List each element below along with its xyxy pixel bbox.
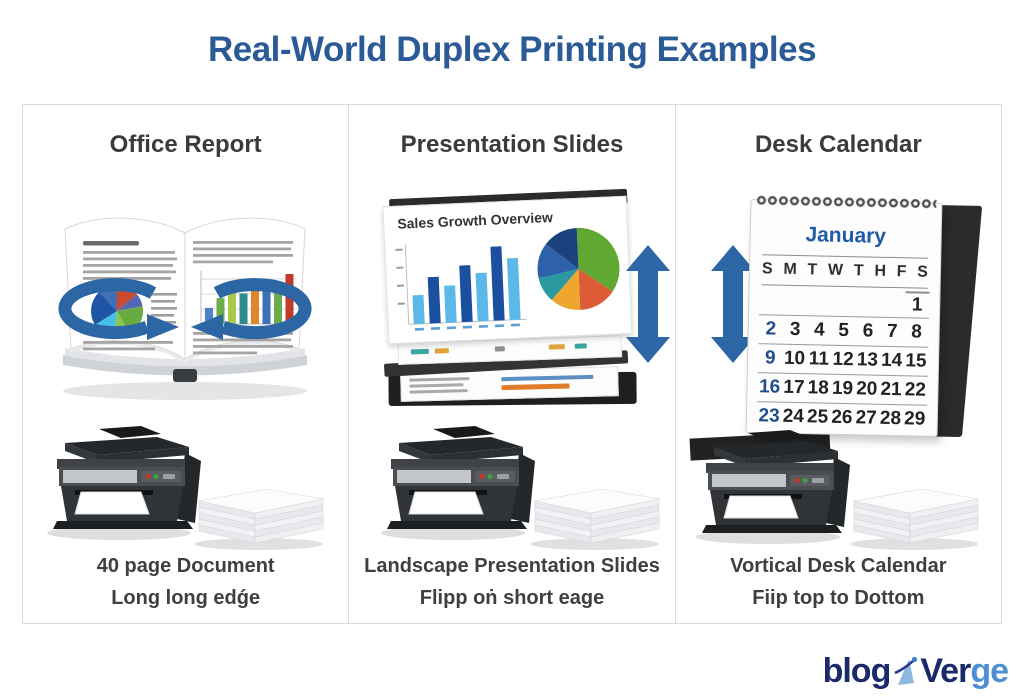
flip-long-edge-arrow-right (191, 278, 312, 340)
paper-stack (849, 488, 978, 550)
weekday-label: H (873, 262, 886, 280)
calendar-day (832, 302, 856, 303)
flip-short-edge-arrow (626, 245, 671, 363)
calendar-day: 14 (880, 349, 903, 372)
calendar-day: 7 (886, 320, 898, 343)
paper-stack (195, 488, 324, 550)
page-title: Real-World Duplex Printing Examples (207, 30, 817, 69)
brand-logo: blog Ver ge (822, 652, 1009, 691)
panel-header: Desk Calendar (754, 131, 922, 158)
panel-caption-line2: Fiip top to Dottom (752, 587, 925, 609)
calendar-day: 3 (789, 318, 801, 341)
printer-illustration (47, 426, 201, 540)
calendar-day: 2 (765, 318, 777, 340)
logo-text-blog: blog (822, 652, 892, 690)
panel-caption-line1: Vortical Desk Calendar (730, 555, 947, 577)
open-book-illustration (58, 217, 312, 400)
calendar-day: 10 (783, 347, 805, 370)
panel-caption-line2: Long long edǵe (111, 587, 261, 609)
panel-office-report: Office Report (23, 105, 348, 623)
calendar-day (783, 301, 807, 302)
logo-swoosh-icon (894, 656, 918, 685)
calendar-month: January (804, 223, 886, 248)
calendar-day: 8 (910, 321, 922, 343)
calendar-day: 16 (758, 376, 781, 398)
top-slide: Sales Growth Overview (382, 195, 633, 345)
calendar-day: 17 (782, 376, 805, 399)
weekday-label: F (896, 263, 907, 281)
panel-header: Presentation Slides (400, 131, 624, 158)
weekday-label: S (916, 263, 928, 281)
printer-illustration (381, 426, 536, 540)
calendar-day: 4 (813, 319, 825, 341)
calendar-day: 9 (764, 347, 776, 369)
calendar-day (856, 302, 880, 303)
logo-text-ver: Ver (920, 652, 971, 690)
calendar-day: 1 (904, 290, 930, 317)
calendar-day: 12 (831, 348, 854, 371)
panel-caption-line1: 40 page Document (96, 555, 275, 577)
spiral-binding (755, 190, 937, 214)
panel-caption-line2: Flipp oṅ short eage (419, 587, 605, 609)
weekday-label: S (761, 260, 773, 278)
calendar-day: 28 (879, 407, 901, 430)
calendar-week-row: 1 (759, 286, 930, 318)
calendar-day: 20 (855, 378, 878, 400)
weekday-label: T (806, 261, 818, 279)
panel-header: Office Report (109, 131, 262, 158)
calendar-day (759, 300, 783, 301)
report-bar-chart (205, 274, 294, 324)
panel-grid: Office Report (22, 104, 1002, 624)
logo-text-ge: ge (970, 652, 1009, 690)
weekday-label: W (827, 261, 843, 279)
weekday-label: M (782, 260, 797, 278)
calendar-day: 11 (808, 348, 829, 370)
flip-top-bottom-arrow (710, 245, 755, 363)
calendar-day: 6 (862, 320, 874, 342)
calendar-day: 18 (807, 377, 829, 399)
calendar-day: 29 (903, 408, 926, 430)
printer-illustration (695, 430, 850, 544)
calendar-day (880, 303, 904, 304)
calendar-day (808, 301, 832, 302)
calendar-day: 13 (856, 349, 878, 371)
panel-caption-line1: Landscape Presentation Slides (364, 555, 660, 577)
calendar-day: 22 (904, 379, 926, 401)
flip-long-edge-arrow-left (58, 278, 179, 340)
calendar-day: 19 (831, 377, 853, 400)
panel-presentation-slides: Presentation Slides (348, 105, 674, 623)
calendar-day: 5 (837, 319, 849, 342)
weekday-label: T (853, 262, 864, 280)
flip-chart-slides-illustration: Sales Growth Overview (381, 188, 638, 411)
paper-stack (531, 488, 660, 550)
calendar-day: 21 (879, 378, 902, 401)
slide-bar-chart (395, 244, 527, 331)
calendar-day: 15 (904, 350, 927, 372)
slide-pie-chart (537, 227, 620, 310)
